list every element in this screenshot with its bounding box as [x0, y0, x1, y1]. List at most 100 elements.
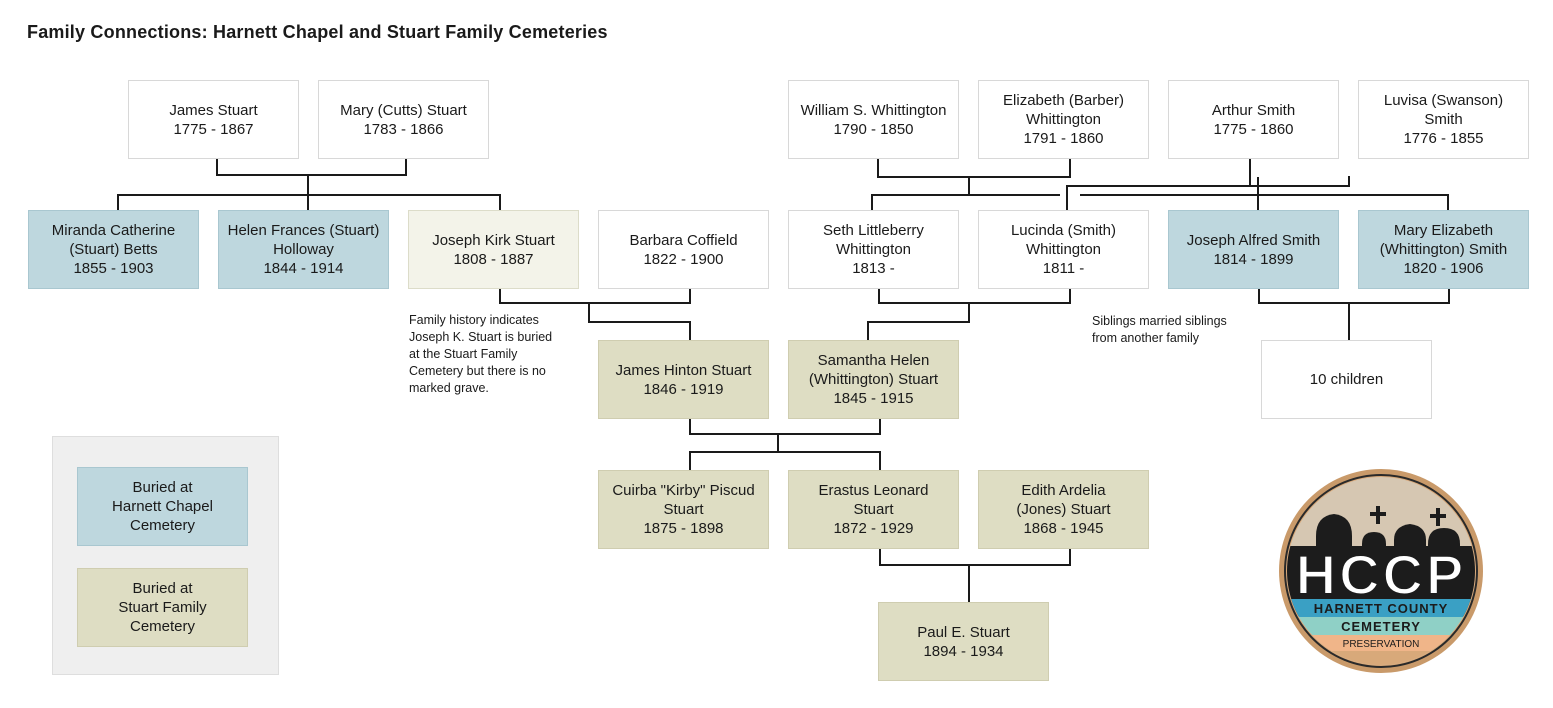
person-erastus-stuart: Erastus Leonard Stuart 1872 - 1929 — [788, 470, 959, 549]
person-name: (Whittington) Smith — [1379, 241, 1508, 258]
note-line: marked grave. — [409, 381, 489, 395]
person-dates: 1808 - 1887 — [453, 250, 534, 268]
person-dates: 1791 - 1860 — [1023, 130, 1104, 147]
connector-to-samantha — [867, 303, 970, 340]
person-paul-stuart: Paul E. Stuart 1894 - 1934 — [878, 602, 1049, 681]
person-name: Erastus Leonard — [818, 482, 929, 499]
person-joseph-alfred-smith: Joseph Alfred Smith 1814 - 1899 — [1168, 210, 1339, 289]
connector-whittington-parents — [877, 158, 1071, 195]
connector-joseph-barbara — [499, 289, 691, 304]
person-arthur-smith: Arthur Smith 1775 - 1860 — [1168, 80, 1339, 159]
person-name: Samantha Helen — [817, 352, 930, 369]
person-name: Stuart — [663, 501, 704, 518]
person-name: Whittington — [1025, 241, 1102, 258]
person-name: Luvisa (Swanson) — [1383, 92, 1504, 109]
person-name: Helen Frances (Stuart) — [227, 222, 380, 239]
person-seth-whittington: Seth Littleberry Whittington 1813 - — [788, 210, 959, 289]
note-line: from another family — [1092, 331, 1199, 345]
person-name: Paul E. Stuart — [917, 623, 1010, 641]
legend-stuart-family: Buried at Stuart Family Cemetery — [77, 568, 248, 647]
person-mary-cutts-stuart: Mary (Cutts) Stuart 1783 - 1866 — [318, 80, 489, 159]
person-cuirba-stuart: Cuirba "Kirby" Piscud Stuart 1875 - 1898 — [598, 470, 769, 549]
logo-line3: PRESERVATION — [1343, 639, 1420, 650]
tombstone-icon — [1287, 506, 1475, 616]
person-name: Barbara Coffield — [629, 231, 738, 249]
note-line: Joseph K. Stuart is buried — [409, 330, 553, 344]
person-dates: 1845 - 1915 — [833, 390, 914, 407]
logo-line2: CEMETERY — [1341, 619, 1421, 634]
person-miranda-betts: Miranda Catherine (Stuart) Betts 1855 - … — [28, 210, 199, 289]
legend-label: Stuart Family — [118, 599, 207, 616]
person-name: James Stuart — [169, 101, 258, 119]
person-james-hinton-stuart: James Hinton Stuart 1846 - 1919 — [598, 340, 769, 419]
note-siblings: Siblings married siblings from another f… — [1092, 313, 1262, 347]
person-dates: 1844 - 1914 — [263, 260, 344, 277]
person-name: (Stuart) Betts — [69, 241, 158, 258]
person-name: Whittington — [1025, 111, 1102, 128]
person-name: (Jones) Stuart — [1016, 501, 1111, 518]
legend-label: Buried at — [132, 580, 193, 597]
person-dates: 1875 - 1898 — [643, 520, 724, 537]
note-line: at the Stuart Family — [409, 347, 518, 361]
person-dates: 1790 - 1850 — [833, 120, 914, 138]
connector-james-mary — [216, 158, 407, 176]
person-name: Mary (Cutts) Stuart — [340, 101, 467, 119]
person-dates: 1776 - 1855 — [1403, 130, 1484, 147]
person-name: Cuirba "Kirby" Piscud — [612, 482, 755, 499]
legend-label: Buried at — [132, 479, 193, 496]
person-luvisa-swanson-smith: Luvisa (Swanson) Smith 1776 - 1855 — [1358, 80, 1529, 159]
person-barbara-coffield: Barbara Coffield 1822 - 1900 — [598, 210, 769, 289]
hccp-logo: HCCP HARNETT COUNTY CEMETERY PRESERVATIO… — [1279, 469, 1483, 673]
person-name: Arthur Smith — [1211, 101, 1296, 119]
person-joseph-kirk-stuart: Joseph Kirk Stuart 1808 - 1887 — [408, 210, 579, 289]
person-william-whittington: William S. Whittington 1790 - 1850 — [788, 80, 959, 159]
connector-james-samantha-children — [689, 434, 881, 470]
connector-stuart-children — [117, 175, 501, 210]
person-dates: 1820 - 1906 — [1403, 260, 1484, 277]
person-dates: 1872 - 1929 — [833, 520, 914, 537]
person-elizabeth-barber-whittington: Elizabeth (Barber) Whittington 1791 - 18… — [978, 80, 1149, 159]
note-joseph-kirk-burial: Family history indicates Joseph K. Stuar… — [409, 312, 584, 397]
person-name: Holloway — [273, 241, 334, 258]
person-name: Joseph Kirk Stuart — [432, 231, 555, 249]
logo-letters: HCCP — [1296, 543, 1467, 606]
connector-smith-children — [1066, 177, 1259, 210]
connector-joseph-alfred-mary — [1258, 289, 1450, 304]
connector-to-james-hinton — [588, 303, 691, 340]
person-dates: 1822 - 1900 — [643, 250, 724, 268]
person-dates: 1814 - 1899 — [1213, 250, 1294, 268]
person-name: Whittington — [835, 241, 912, 258]
person-name: Smith — [1424, 111, 1463, 128]
person-dates: 1775 - 1867 — [173, 120, 254, 138]
person-samantha-stuart: Samantha Helen (Whittington) Stuart 1845… — [788, 340, 959, 419]
person-name: Miranda Catherine — [51, 222, 176, 239]
person-name: Elizabeth (Barber) — [1003, 92, 1124, 109]
person-james-stuart: James Stuart 1775 - 1867 — [128, 80, 299, 159]
person-name: Lucinda (Smith) — [1010, 222, 1117, 239]
person-name: Mary Elizabeth — [1393, 222, 1494, 239]
note-line: Siblings married siblings — [1092, 314, 1227, 328]
connector-whittington-children — [871, 194, 1449, 210]
legend-label: Cemetery — [129, 618, 196, 635]
person-dates: 1846 - 1919 — [643, 380, 724, 398]
person-name: James Hinton Stuart — [615, 361, 752, 379]
ten-children-box: 10 children — [1261, 340, 1432, 419]
person-name: Edith Ardelia — [1021, 482, 1106, 499]
person-dates: 1855 - 1903 — [73, 260, 154, 277]
note-line: Cemetery but there is no — [409, 364, 546, 378]
legend-label: Cemetery — [129, 517, 196, 534]
person-helen-holloway: Helen Frances (Stuart) Holloway 1844 - 1… — [218, 210, 389, 289]
person-dates: 1811 - — [1042, 260, 1085, 277]
children-count: 10 children — [1309, 371, 1384, 388]
person-name: William S. Whittington — [800, 101, 947, 119]
page-title: Family Connections: Harnett Chapel and S… — [27, 22, 608, 42]
person-mary-elizabeth-smith: Mary Elizabeth (Whittington) Smith 1820 … — [1358, 210, 1529, 289]
note-line: Family history indicates — [409, 313, 539, 327]
person-dates: 1894 - 1934 — [923, 642, 1004, 660]
legend-harnett-chapel: Buried at Harnett Chapel Cemetery — [77, 467, 248, 546]
person-edith-stuart: Edith Ardelia (Jones) Stuart 1868 - 1945 — [978, 470, 1149, 549]
person-dates: 1813 - — [852, 260, 895, 277]
logo-band-blue — [1287, 599, 1475, 617]
legend-label: Harnett Chapel — [112, 498, 213, 515]
